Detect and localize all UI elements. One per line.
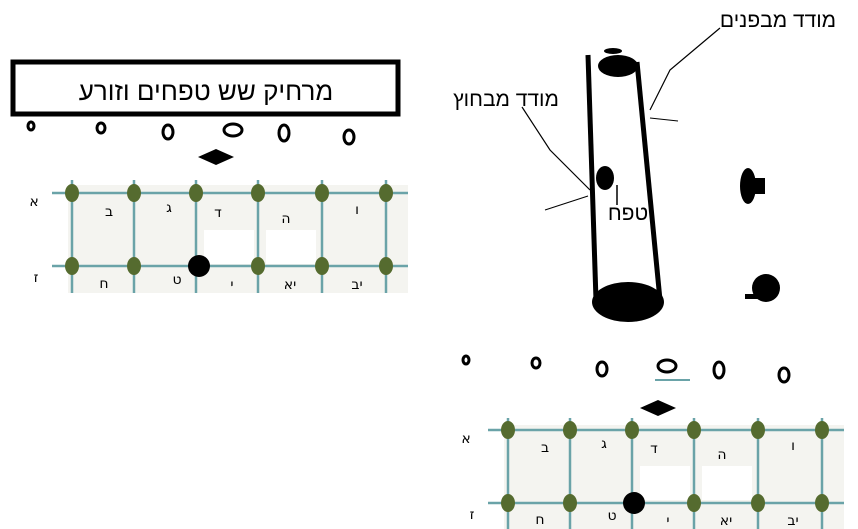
seed-1 — [26, 120, 36, 132]
grid-node — [751, 421, 765, 439]
seed-2 — [530, 356, 542, 370]
grid-node — [563, 421, 577, 439]
cell-label: ד — [650, 441, 658, 457]
grid-left: א ז ב ג ד ה ו ח ט י יא יב — [29, 180, 408, 293]
inner-gauge-label: מודד מבפנים — [720, 9, 836, 32]
title-box: מרחיק שש טפחים וזורע — [10, 59, 401, 117]
seed-2 — [95, 121, 107, 135]
grid-node — [189, 184, 203, 202]
grid-node — [379, 184, 393, 202]
row-label: א — [461, 431, 470, 447]
cell-label: יב — [351, 277, 362, 293]
row-label: א — [29, 194, 38, 210]
cell-label: ו — [791, 438, 795, 454]
black-seed — [623, 492, 645, 514]
cell-label: ה — [717, 447, 726, 463]
seed-row-right — [461, 354, 791, 384]
grid-node — [687, 421, 701, 439]
grid-node — [687, 494, 701, 512]
tefach-label: טפח — [608, 202, 648, 225]
cell-label: י — [230, 277, 233, 293]
seed-1 — [461, 354, 471, 366]
grid-node — [127, 257, 141, 275]
cell-label: ו — [355, 202, 359, 218]
cell-label: יא — [720, 513, 733, 529]
cell-label: ב — [105, 204, 113, 220]
grid-node — [315, 184, 329, 202]
grid-node — [815, 494, 829, 512]
cell-label: ט — [172, 272, 181, 288]
grid-node — [315, 257, 329, 275]
tefach-mark — [596, 166, 614, 190]
cell-label: ח — [99, 276, 108, 292]
title-box-text: מרחיק שש טפחים וזורע — [79, 76, 334, 106]
cell-label: יב — [787, 513, 798, 529]
seed-6 — [342, 128, 356, 146]
cell-label: ג — [601, 436, 607, 452]
title-box-frame — [10, 59, 401, 117]
grid-node — [251, 257, 265, 275]
grid-node — [501, 494, 515, 512]
outer-gauge-label: מודד מבחוץ — [453, 88, 559, 111]
tube-bottom-opening — [592, 282, 664, 322]
cell-label: ד — [214, 205, 222, 221]
seed-4 — [656, 358, 678, 374]
cell-label: ח — [535, 512, 544, 528]
tube-top-opening — [598, 55, 638, 77]
seed-4 — [222, 122, 244, 138]
grid-node — [751, 494, 765, 512]
seed-3 — [595, 360, 609, 378]
cell-label: יא — [284, 277, 297, 293]
outer-gauge-leader — [521, 106, 591, 191]
grid-node — [251, 184, 265, 202]
grid-node — [65, 257, 79, 275]
side-shapes — [740, 168, 780, 302]
measuring-tube — [585, 48, 664, 322]
cell-label: ה — [281, 211, 290, 227]
grid-node — [379, 257, 393, 275]
seed-6 — [777, 366, 791, 384]
grid-node — [501, 421, 515, 439]
grid-node — [127, 184, 141, 202]
cell-label: ט — [607, 508, 616, 524]
grid-node — [65, 184, 79, 202]
diamond-marker-right — [640, 400, 676, 416]
grid-node — [625, 421, 639, 439]
inner-gauge-leader — [649, 27, 721, 111]
row-label: ז — [470, 507, 475, 523]
seed-row-left — [26, 120, 356, 146]
seed-5 — [712, 360, 726, 380]
row-label: ז — [34, 270, 39, 286]
grid-node — [815, 421, 829, 439]
cell-label: ב — [541, 440, 549, 456]
grid-node — [563, 494, 577, 512]
seed-3 — [161, 123, 175, 141]
seed-5 — [277, 123, 291, 143]
cell-label: י — [666, 513, 669, 529]
grid-right: א ז ב ג ד ה ו ח ט י יא יב — [461, 418, 844, 529]
cell-label: ג — [166, 200, 172, 216]
diamond-marker-left — [198, 149, 234, 165]
black-seed — [188, 255, 210, 277]
